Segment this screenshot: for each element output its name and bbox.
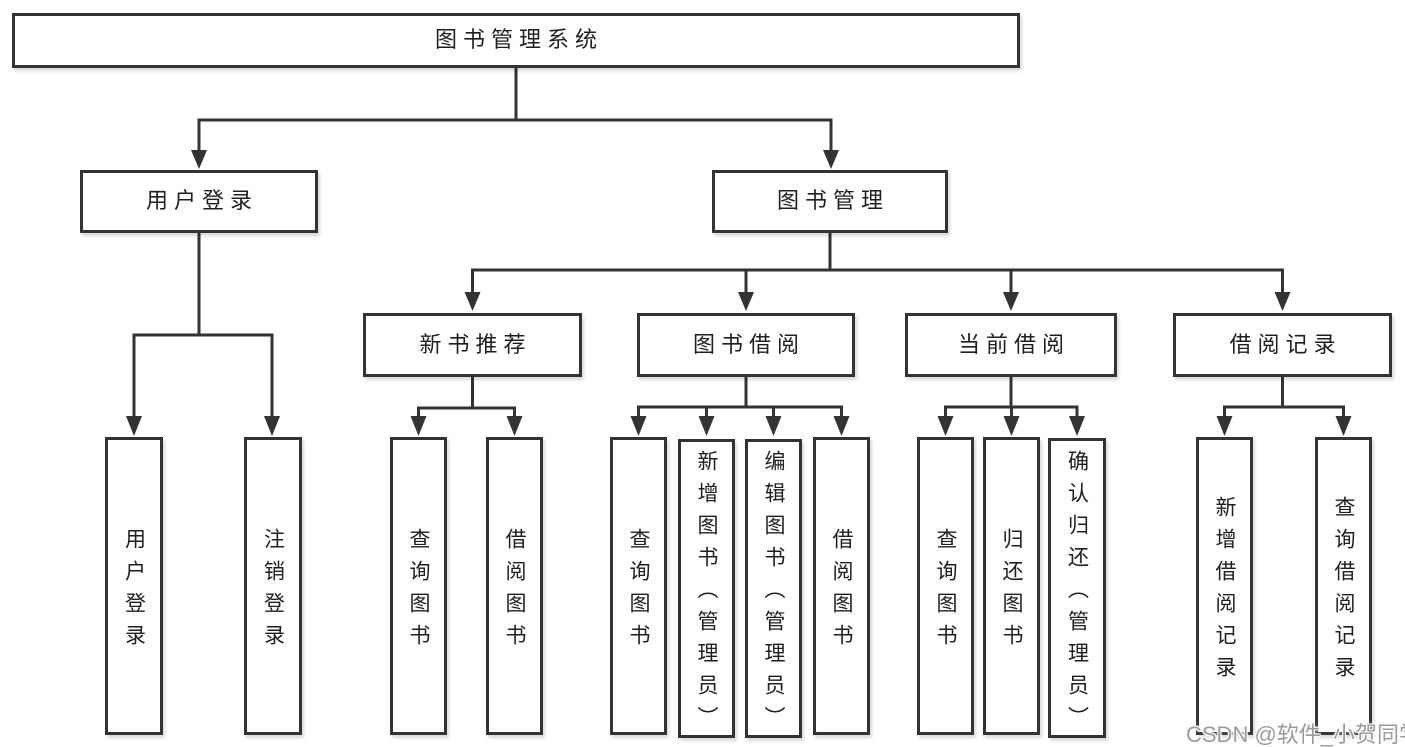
node-label: 用户登录 [122,527,146,656]
leaf-borrow-books-recommend: 借阅图书 [486,437,543,735]
leaf-query-books-current: 查询图书 [917,437,974,735]
leaf-query-books-borrowing: 查询图书 [610,437,667,735]
node-label: 确认归还（管理员） [1065,449,1089,738]
watermark-text: CSDN @软件_小贺同学 [1186,722,1405,747]
node-label: 新增图书（管理员） [695,450,718,738]
node-label: 新增借阅记录 [1213,495,1236,688]
leaf-add-book-admin: 新增图书（管理员） [678,439,735,738]
node-book-management: 图书管理 [712,170,948,233]
node-label: 编辑图书（管理员） [762,450,785,738]
node-user-login: 用户登录 [80,170,318,233]
node-label: 用户登录 [145,188,258,214]
node-label: 查询图书 [627,527,650,656]
node-current-borrowing: 当前借阅 [905,313,1117,377]
node-label: 图书管理系统 [434,27,603,53]
leaf-logout-login: 注销登录 [244,437,302,735]
node-label: 查询图书 [934,527,957,656]
leaf-query-borrow-record: 查询借阅记录 [1315,437,1372,735]
node-label: 当前借阅 [957,331,1070,357]
node-label: 查询借阅记录 [1332,495,1355,688]
connector-path [132,68,1345,418]
node-label: 注销登录 [261,527,285,656]
node-label: 归还图书 [1000,527,1023,656]
leaf-edit-book-admin: 编辑图书（管理员） [745,439,802,738]
node-book-borrowing: 图书借阅 [637,313,855,377]
leaf-user-login: 用户登录 [105,437,163,735]
node-label: 查询图书 [407,527,430,656]
leaf-return-books: 归还图书 [983,437,1040,735]
node-new-book-recommend: 新书推荐 [363,313,582,377]
arrowheads [126,150,1352,436]
node-label: 借阅图书 [830,527,853,656]
leaf-query-books-recommend: 查询图书 [390,437,447,735]
leaf-add-borrow-record: 新增借阅记录 [1196,437,1253,735]
node-label: 借阅图书 [503,527,526,656]
node-library-management-system: 图书管理系统 [12,13,1020,68]
node-label: 图书管理 [776,188,889,214]
leaf-borrow-books-borrowing: 借阅图书 [813,437,870,735]
node-label: 新书推荐 [419,331,532,357]
leaf-confirm-return-admin: 确认归还（管理员） [1048,438,1106,738]
node-borrow-records: 借阅记录 [1173,313,1392,377]
node-label: 图书借阅 [692,331,805,357]
node-label: 借阅记录 [1229,331,1342,357]
